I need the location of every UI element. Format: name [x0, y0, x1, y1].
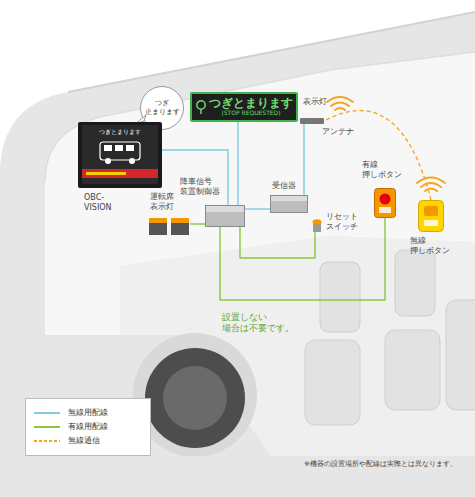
label-anchor: 表示灯 [303, 97, 333, 107]
wire [240, 227, 315, 258]
label-anchor: 設置しない 場合は不要です。 [222, 312, 302, 335]
wire [324, 111, 431, 200]
label-anchor: 有線 押しボタン [362, 160, 404, 180]
wheel [145, 348, 245, 448]
box-shape [270, 195, 308, 213]
label-anchor: ※機器の設置場所や配線は実際とは異なります。 [304, 460, 464, 469]
legend-line [34, 426, 60, 428]
wheel-hub [163, 366, 227, 430]
label-anchor: 受信器 [272, 181, 302, 191]
seats [305, 250, 475, 425]
legend-line [34, 440, 60, 442]
ceiling-edge [45, 52, 475, 182]
driver-indicator: 運転席 表示灯 [148, 216, 190, 236]
roof-edge [68, 12, 475, 92]
part-name: OBC- VISION [84, 193, 124, 213]
note: 設置しない 場合は不要です。 [222, 312, 302, 335]
part-name: 運転席 表示灯 [150, 192, 178, 212]
antenna-bar [300, 118, 324, 124]
wired-button: 有線 押しボタン [374, 188, 396, 218]
wire [303, 124, 304, 195]
wire [237, 122, 238, 205]
receiver-box: 受信器 [270, 195, 308, 213]
antenna-waves [327, 97, 353, 110]
legend-swatch [34, 423, 60, 431]
label-anchor: 運転席 表示灯 [150, 192, 178, 212]
label-anchor: リセット スイッチ [326, 212, 362, 232]
sign-text: つぎとまります [209, 97, 293, 110]
wheel-arch [133, 333, 257, 457]
wire [190, 223, 205, 224]
legend-text: 有線用配線 [68, 422, 108, 432]
legend-box: 無線用配線有線用配線無線通信 [25, 398, 151, 456]
controller-box: 降車信号 装置制御器 [205, 205, 245, 227]
sign-subtext: (STOP REQUESTED) [221, 110, 280, 117]
button-shape [418, 200, 444, 232]
button-shape [374, 188, 396, 218]
legend-swatch [34, 409, 60, 417]
screen-text: つぎとまります [99, 128, 141, 136]
legend-text: 無線通信 [68, 436, 100, 446]
antenna: アンテナ [300, 118, 324, 124]
part-name: 無線 押しボタン [410, 236, 454, 256]
monitor-screen: つぎとまりますOBC- VISION [78, 122, 162, 188]
button-waves [417, 178, 445, 192]
legend-swatch [34, 437, 60, 445]
display-sign: つぎとまります(STOP REQUESTED)表示灯 [190, 92, 298, 122]
wire [220, 218, 385, 300]
part-name: 降車信号 装置制御器 [180, 177, 222, 197]
legend-line [34, 412, 60, 414]
indicator-shape [148, 216, 190, 236]
bubble-text: つぎ 止まります [142, 99, 182, 117]
label-anchor: アンテナ [322, 127, 362, 137]
bus-body [0, 12, 475, 497]
part-name: 有線 押しボタン [362, 160, 404, 180]
footnote: ※機器の設置場所や配線は実際とは異なります。 [304, 460, 464, 469]
label-anchor: 降車信号 装置制御器 [180, 177, 222, 197]
label-anchor: 無線 押しボタン [410, 236, 454, 256]
body-skirt [0, 456, 475, 497]
legend-row: 無線通信 [34, 434, 142, 448]
legend-row: 無線用配線 [34, 406, 142, 420]
label-anchor: OBC- VISION [84, 193, 124, 213]
switch-shape [312, 218, 322, 232]
box-shape [205, 205, 245, 227]
stop-pin-icon [195, 100, 207, 114]
part-name: リセット スイッチ [326, 212, 362, 232]
part-name: アンテナ [322, 127, 362, 137]
part-name: 表示灯 [303, 97, 333, 107]
wireless-button: 無線 押しボタン [418, 200, 444, 232]
wire [245, 208, 270, 209]
part-name: 受信器 [272, 181, 302, 191]
legend-text: 無線用配線 [68, 408, 108, 418]
reset-switch: リセット スイッチ [312, 218, 322, 232]
legend-row: 有線用配線 [34, 420, 142, 434]
